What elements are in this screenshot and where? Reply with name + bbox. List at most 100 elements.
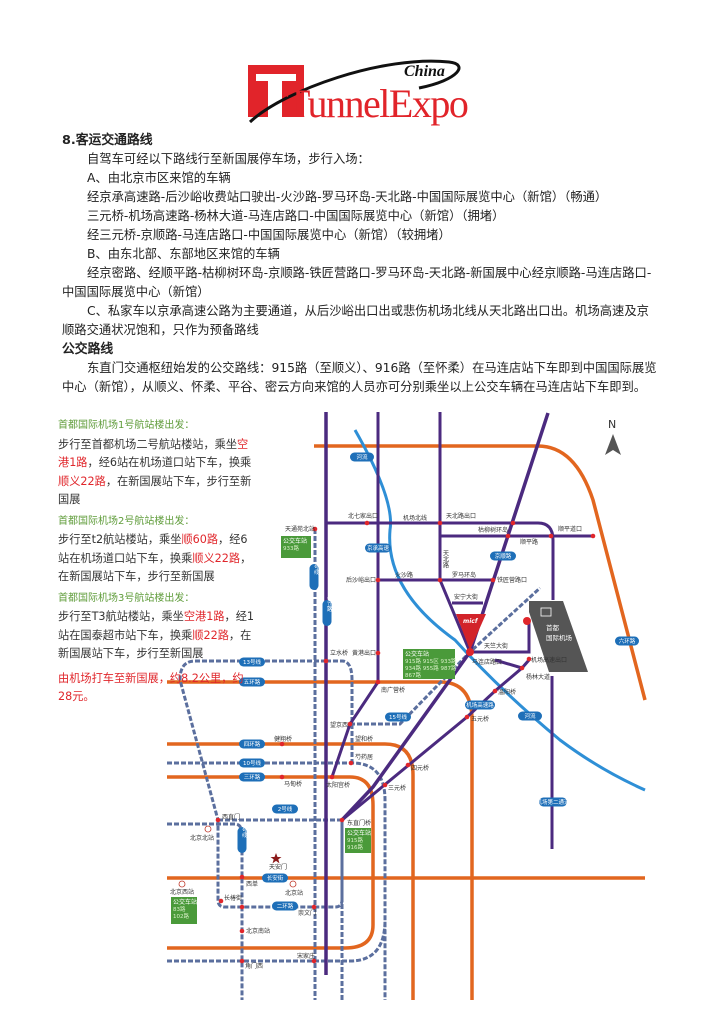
label-songjiazhuang: 宋家庄: [297, 952, 315, 960]
pill-label: 三环路: [244, 773, 261, 781]
compass-north-label: N: [608, 418, 616, 431]
airplane-icon: [540, 607, 552, 617]
tunnelexpo-logo: China TunnelExpo: [248, 59, 469, 126]
pill-sanhuan: 三环路: [239, 772, 265, 782]
airport-label: 首都: [546, 623, 560, 632]
river: [353, 429, 646, 792]
label-xidan: 西单: [246, 880, 258, 888]
label-kuliushu: 枯柳树环岛: [478, 526, 508, 534]
pill-line5: 5号线: [309, 561, 319, 590]
station-dot: [526, 656, 532, 662]
label-anning: 安宁大街: [454, 593, 478, 601]
road-pills: 河流京承高速京顺路六环路机场高速路河流13号线五环路15号线四环路10号线三环路…: [237, 452, 639, 911]
airport-directions-panel: 首都国际机场1号航站楼出发： 步行至首都机场二号航站楼站，乘坐空港1路，经6站在…: [58, 416, 254, 707]
label-shunpingdao: 顺平道口: [558, 525, 582, 533]
label-malian: 马连店路口: [472, 658, 502, 666]
logo-swoosh: [248, 59, 461, 124]
bus-routes: 916路: [347, 843, 363, 851]
pill-jingshun: 京顺路: [490, 551, 516, 561]
station-dot: [215, 817, 221, 823]
micf-label: micf: [463, 618, 479, 625]
pill-label: 机场第二通道: [536, 798, 570, 806]
label-changchun: 长椿街: [224, 894, 242, 902]
station-dot: [348, 760, 354, 766]
label-sanyuan: 三元桥: [388, 784, 406, 792]
label-jiaomenxi: 角门西: [245, 962, 263, 970]
line-13-east: [326, 659, 354, 763]
road-jichang-north: [326, 521, 555, 600]
label-tianzhu: 天竺大街: [484, 642, 508, 650]
label-jianxiang: 健翔桥: [274, 735, 292, 743]
logo-china-text: China: [404, 63, 445, 80]
station-dot: [311, 958, 317, 964]
line-15: [350, 586, 542, 726]
pill-river1: 河流: [350, 452, 374, 462]
line-bottom: [167, 919, 387, 963]
station-dot: [375, 650, 381, 656]
t2-directions: 步行至t2航站楼站，乘坐顺60路，经6站在机场道口站下车，换乘顺义22路，在新国…: [58, 533, 252, 583]
malian-marker: [466, 648, 474, 656]
label-beijingbei: 北京北站: [190, 834, 214, 842]
pill-label: 四环路: [244, 740, 261, 748]
label-huanggang: 黄港出口: [352, 649, 376, 657]
label-xizhimen: 西直门: [222, 813, 240, 821]
pill-sihuan: 四环路: [239, 739, 265, 749]
pill-jingcheng: 京承高速: [365, 543, 391, 553]
pill-changanjie: 长安街: [262, 873, 288, 883]
label-wanghe: 望和桥: [355, 735, 373, 743]
pill-jichanggaosu: 机场高速路: [465, 700, 495, 710]
road-jingshun: [340, 412, 550, 822]
document-body: 8.客运交通路线 自驾车可经以下路线行至新国展停车场，步行入场： A、由北京市区…: [62, 131, 658, 397]
pill-line10: 10号线: [239, 758, 265, 768]
label-yanglin: 杨林大道: [526, 673, 550, 681]
station-dot: [239, 928, 245, 934]
label-beijingxi: 北京西站: [170, 888, 194, 896]
station-dot: [405, 762, 411, 768]
bus-routes: 934路 955路 987路: [405, 664, 457, 672]
station-dot: [437, 520, 443, 526]
station-dot: [548, 533, 554, 539]
airport-marker: [523, 617, 531, 625]
sixth-ring: [314, 444, 647, 701]
t2-heading: 首都国际机场2号航站楼出发：: [58, 515, 195, 527]
station-dot: [329, 774, 335, 780]
railway-station-icons: [178, 825, 297, 888]
bus-heading: 公交路线: [62, 342, 114, 357]
compass: N: [605, 418, 621, 455]
station-dot: [239, 904, 245, 910]
bus-routes: 102路: [173, 912, 189, 920]
label-tianbeilukou: 天北路出口: [446, 512, 476, 520]
label-tiejiangying: 铁匠营路口: [497, 576, 527, 584]
label-tiananmen: 天安门: [269, 863, 287, 871]
station-dot: [339, 817, 345, 823]
label-luoma: 罗马环岛: [452, 571, 476, 579]
pill-erhuan: 二环路: [272, 901, 298, 911]
pill-jichang2: 机场第二通道: [536, 797, 570, 807]
airport-block: [529, 601, 588, 672]
bus-routes: 933路: [283, 544, 299, 552]
route-a-title: A、由北京市区来馆的车辆: [87, 171, 231, 185]
railway-station-icon: [289, 880, 297, 888]
bus-stop-title: 公交车站: [173, 898, 197, 906]
line-4: [167, 822, 244, 1000]
pill-label: 10号线: [243, 759, 261, 767]
route-b: 经京密路、经顺平路-枯柳树环岛-京顺路-铁匠营路口-罗马环岛-天北路-新国展中心…: [62, 266, 652, 299]
pill-label: 13号线: [243, 658, 261, 666]
station-dot: [364, 520, 370, 526]
tiananmen-star-icon: [270, 853, 282, 864]
station-dot: [239, 874, 245, 880]
station-dot: [464, 714, 470, 720]
station-dot: [492, 688, 498, 694]
pill-label: 河流: [524, 712, 536, 720]
route-b-title: B、由东北部、东部地区来馆的车辆: [87, 247, 280, 261]
roads: [324, 412, 593, 975]
label-jichangbeixian: 机场北线: [403, 514, 427, 522]
pill-label: 4号线: [241, 824, 247, 838]
label-chongwenmen: 崇文门: [298, 909, 316, 917]
road-tianzhu: [470, 621, 531, 654]
railway-station-icon: [204, 825, 212, 833]
